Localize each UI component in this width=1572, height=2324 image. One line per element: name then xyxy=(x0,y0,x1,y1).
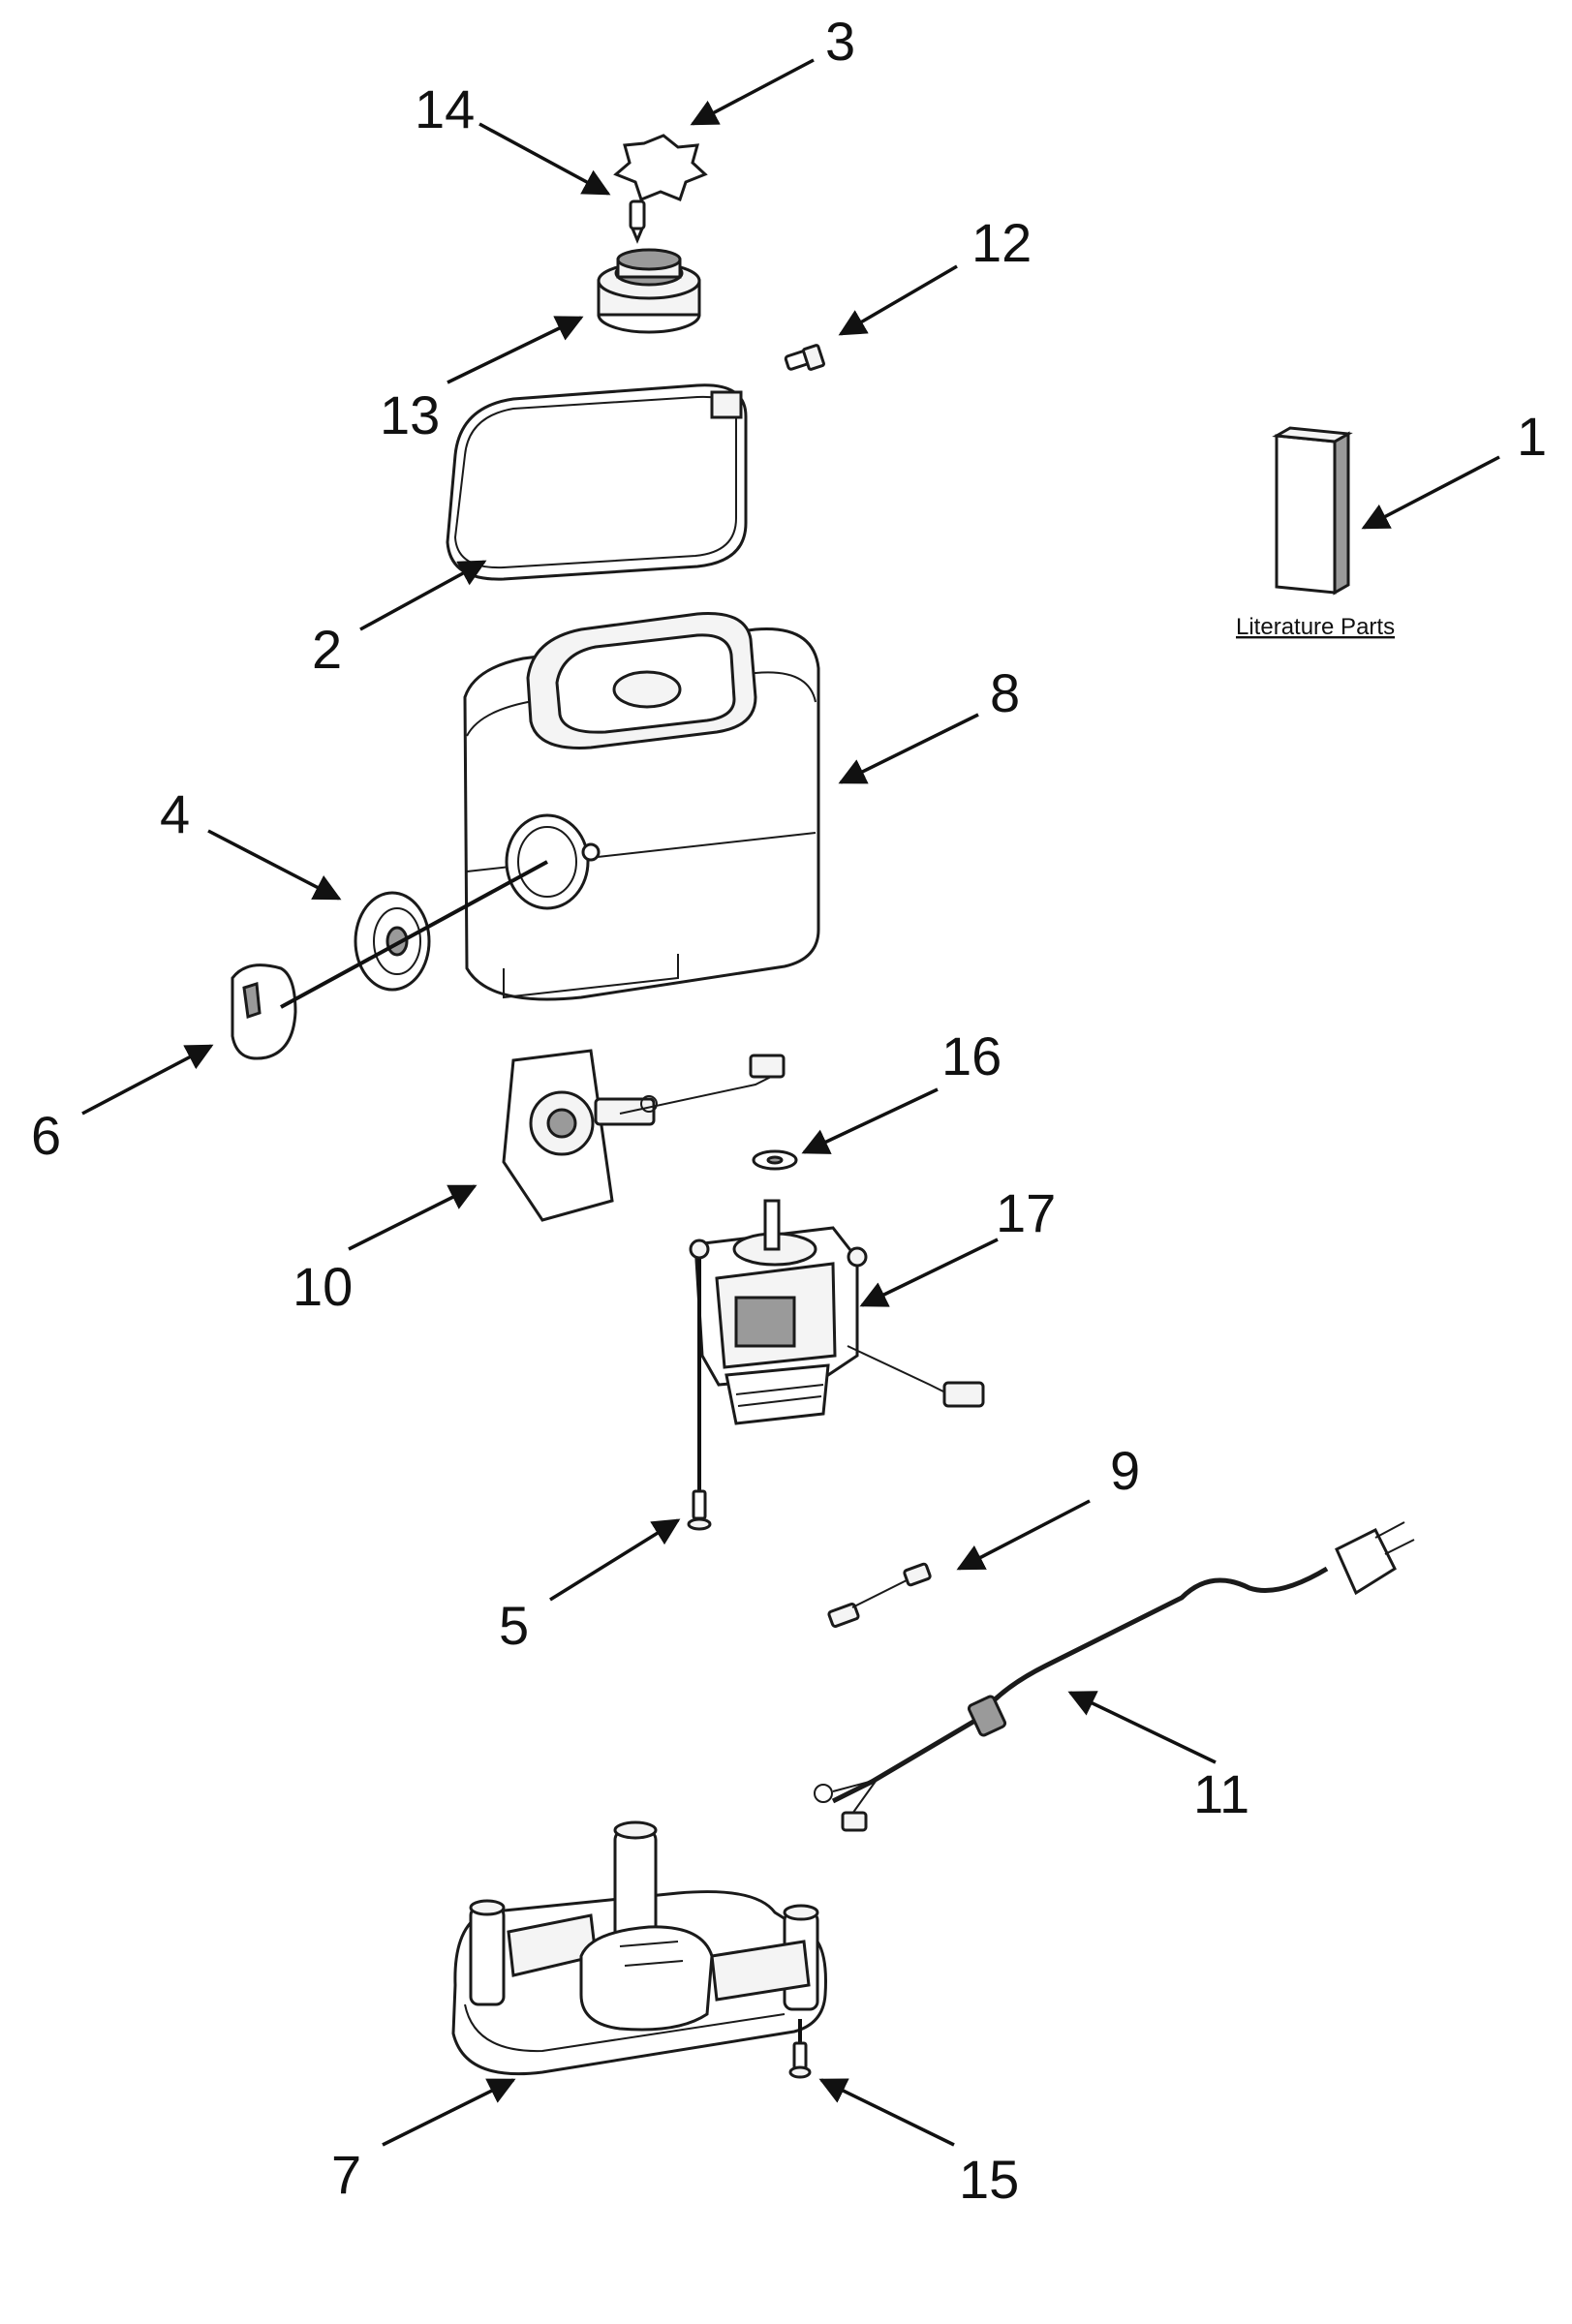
part-15-screw xyxy=(788,2019,812,2079)
callout-10: 10 xyxy=(293,1256,353,1317)
assembly-line-knob xyxy=(280,860,548,1009)
callout-17: 17 xyxy=(996,1182,1056,1243)
literature-parts-label: Literature Parts xyxy=(1236,614,1395,640)
part-2-square-band xyxy=(446,383,748,581)
part-6-knob xyxy=(231,963,297,1060)
callout-13: 13 xyxy=(380,384,440,445)
callout-9: 9 xyxy=(1110,1440,1140,1501)
callout-11: 11 xyxy=(1193,1763,1249,1824)
callout-16: 16 xyxy=(941,1025,1002,1086)
callout-8: 8 xyxy=(990,662,1020,723)
part-1-literature xyxy=(1272,426,1353,596)
callout-12: 12 xyxy=(971,212,1032,273)
callout-numbers: 1 2 3 4 5 6 7 8 9 10 11 12 13 14 15 16 1… xyxy=(31,11,1547,2210)
part-11-power-cord xyxy=(814,1521,1415,1832)
callout-3: 3 xyxy=(825,11,855,72)
part-17-motor xyxy=(689,1199,985,1425)
part-5-screw xyxy=(687,1489,712,1531)
callout-6: 6 xyxy=(31,1105,61,1166)
part-12-screw xyxy=(784,344,825,371)
callout-15: 15 xyxy=(959,2149,1019,2210)
callout-2: 2 xyxy=(312,619,342,680)
callout-7: 7 xyxy=(331,2144,361,2205)
leader-arrows xyxy=(81,58,1500,2147)
callout-5: 5 xyxy=(499,1595,529,1656)
part-16-washer xyxy=(752,1149,798,1171)
part-10-control-board xyxy=(502,1049,786,1222)
callout-14: 14 xyxy=(415,78,475,139)
part-3-star-cap xyxy=(613,134,708,201)
callout-4: 4 xyxy=(160,783,190,844)
part-14-pin xyxy=(629,199,646,244)
part-13-coupling xyxy=(597,248,701,334)
part-8-housing xyxy=(463,612,820,1001)
part-4-bezel-ring xyxy=(354,891,431,992)
part-7-base xyxy=(451,1820,827,2076)
callout-1: 1 xyxy=(1517,406,1547,467)
part-9-wire-harness xyxy=(827,1562,932,1628)
